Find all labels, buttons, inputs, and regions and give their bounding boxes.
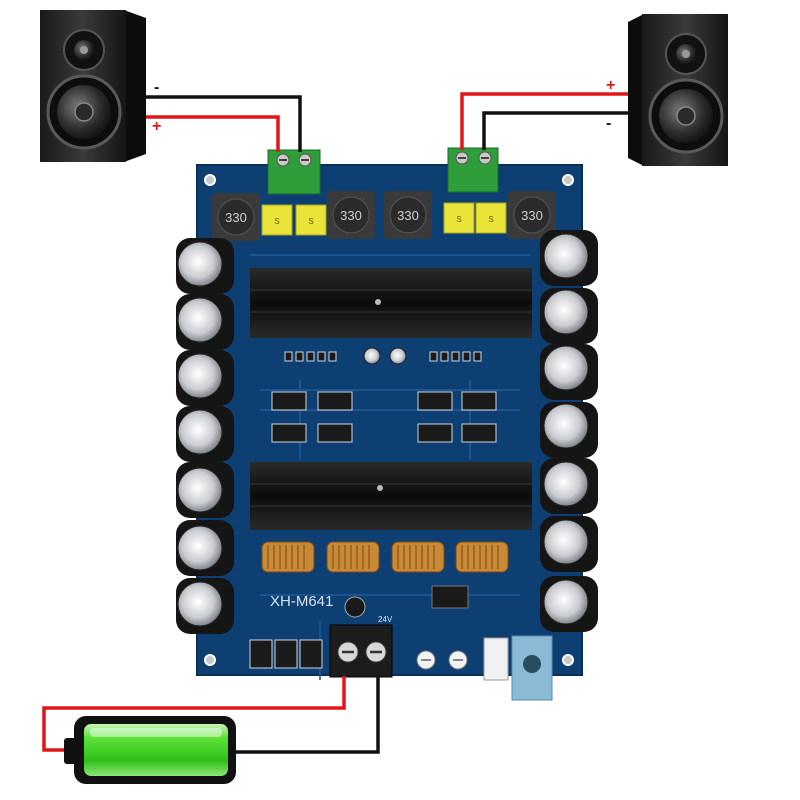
- battery-icon: [64, 716, 236, 784]
- speaker-terminal-left: [267, 149, 321, 195]
- svg-text:S: S: [456, 215, 461, 224]
- electrolytic-capacitors-left: [176, 238, 234, 634]
- heatsink-bottom: [250, 462, 532, 530]
- wire-battery-negative: [234, 676, 380, 754]
- bottom-diodes: [249, 639, 323, 669]
- left-plus-label: +: [152, 118, 161, 135]
- board-model-label: XH-M641: [270, 593, 333, 610]
- svg-text:S: S: [488, 215, 493, 224]
- speaker-right-icon: [628, 14, 728, 166]
- amplifier-board: 330 330 330 330 S S S S: [196, 147, 583, 701]
- wire-left-negative: [146, 95, 302, 152]
- svg-text:330: 330: [397, 208, 419, 223]
- smd-components: [271, 351, 497, 443]
- wires: [42, 92, 628, 754]
- left-minus-label: -: [154, 79, 159, 96]
- wire-right-positive: [460, 92, 628, 150]
- svg-text:330: 330: [340, 208, 362, 223]
- inductor-top-1: 330: [212, 193, 260, 241]
- wire-battery-positive: [42, 676, 346, 752]
- small-caps-center: [363, 347, 407, 365]
- mounting-holes: [204, 174, 574, 666]
- film-capacitors: [261, 202, 507, 236]
- toroid-coils: [261, 541, 509, 573]
- inductor-top-4: 330: [508, 191, 556, 239]
- inductor-top-3: 330: [384, 191, 432, 239]
- audio-input-connector: [483, 635, 553, 701]
- svg-text:330: 330: [521, 208, 543, 223]
- right-plus-label: +: [606, 77, 615, 94]
- svg-text:S: S: [274, 217, 279, 226]
- volume-potentiometers: [416, 650, 468, 670]
- svg-text:S: S: [308, 217, 313, 226]
- right-minus-label: -: [606, 115, 611, 132]
- speaker-left-icon: [40, 10, 146, 162]
- heatsink-top: [250, 268, 532, 338]
- svg-text:330: 330: [225, 210, 247, 225]
- ic-chip: [431, 585, 469, 609]
- small-electrolytic-capacitor: [344, 596, 366, 618]
- wire-left-positive: [146, 115, 280, 152]
- speaker-terminal-right: [447, 147, 499, 193]
- inductor-top-2: 330: [327, 191, 375, 239]
- board-voltage-label: 24V: [378, 615, 393, 624]
- electrolytic-capacitors-right: [540, 230, 598, 632]
- wire-right-negative: [482, 111, 628, 150]
- power-input-terminal: [329, 624, 393, 678]
